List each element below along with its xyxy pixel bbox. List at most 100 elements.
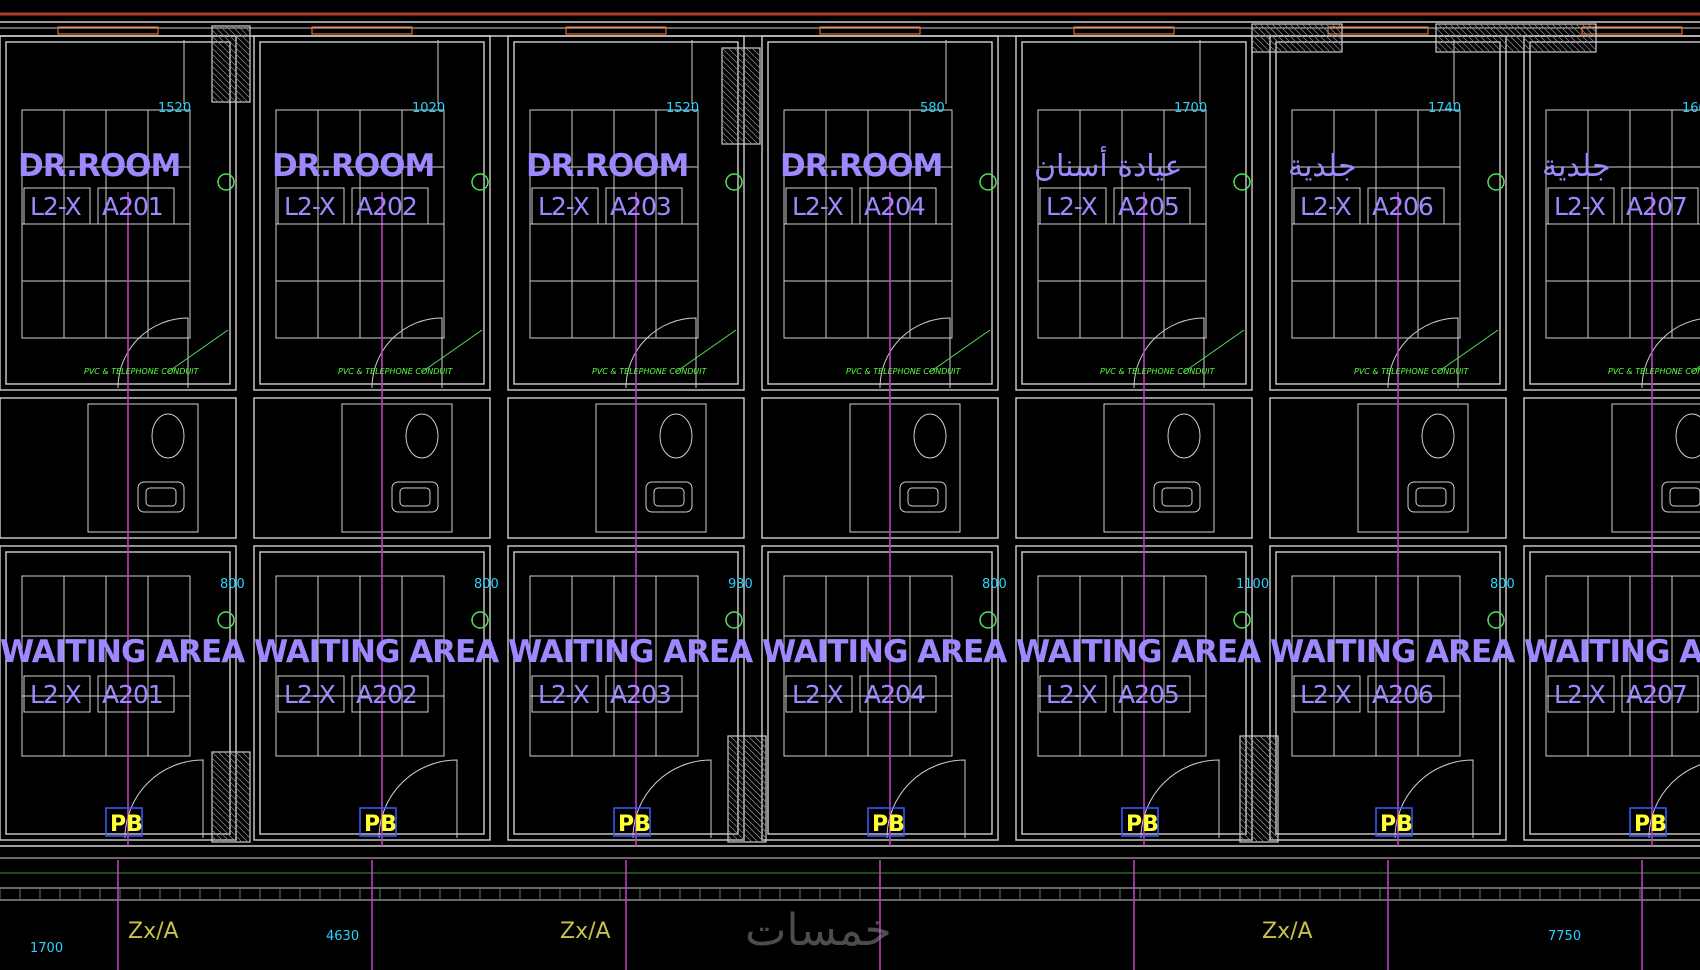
level-tag: L2-X: [284, 680, 336, 709]
panel-board-label: PB: [1380, 812, 1413, 837]
bay: PVC & TELEPHONE CONDUITجلديةL2-XA207WAIT…: [1523, 26, 1700, 970]
bays: PVC & TELEPHONE CONDUIT DR.ROOM L2-X A201WA…: [0, 23, 1700, 970]
toilet-fixtures: [87, 403, 199, 533]
axis-label: Zx/A: [128, 919, 179, 944]
outlet-symbol: [217, 173, 235, 191]
room-tag: A205: [1118, 192, 1179, 221]
room-name: عيادة أسنان: [1034, 145, 1182, 184]
room-name: DR.ROOM: [18, 148, 180, 184]
dimension-text: 800: [982, 577, 1007, 592]
hatched-shaft: [211, 751, 251, 843]
level-tag: L2-X: [538, 192, 590, 221]
level-tag: L2-X: [1554, 680, 1606, 709]
waiting-area-label: WAITING AREA: [1524, 634, 1700, 670]
room-tag: A203: [610, 192, 671, 221]
room-tag: A204: [864, 192, 925, 221]
panel-board: [867, 807, 905, 837]
conduit-note: PVC & TELEPHONE CONDUIT: [1608, 367, 1700, 376]
dimension-text: 1600: [1682, 101, 1700, 116]
panel-board: [1629, 807, 1667, 837]
bay: PVC & TELEPHONE CONDUIT عيادة أسنان L2-X A2…: [1015, 26, 1269, 970]
room-tag: A201: [102, 192, 163, 221]
toilet-fixtures: [1611, 403, 1700, 533]
outlet-symbol: [979, 611, 997, 629]
hatched-shaft: [211, 25, 251, 103]
level-tag: L2-X: [1046, 680, 1098, 709]
room-tag: A207: [1626, 192, 1687, 221]
panel-board-label: PB: [110, 812, 143, 837]
outlet-symbol: [1233, 611, 1251, 629]
panel-board-label: PB: [618, 812, 651, 837]
grid-dimension: 1700: [30, 941, 63, 956]
panel-board: [1121, 807, 1159, 837]
dimension-text: 1700: [1174, 101, 1207, 116]
room-name: DR.ROOM: [272, 148, 434, 184]
outlet-symbol: [217, 611, 235, 629]
panel-board: [359, 807, 397, 837]
toilet-fixtures: [1357, 403, 1469, 533]
conduit-note: PVC & TELEPHONE CONDUIT: [592, 367, 708, 376]
axis-label: Zx/A: [560, 919, 611, 944]
conduit-note: PVC & TELEPHONE CONDUIT: [1100, 367, 1216, 376]
hatched-shaft: [1251, 23, 1343, 53]
grid-dimension: 7750: [1548, 929, 1581, 944]
outlet-symbol: [1233, 173, 1251, 191]
level-tag: L2-X: [1554, 192, 1606, 221]
corridor: [0, 845, 1700, 901]
furniture: [1037, 109, 1207, 757]
level-tag: L2-X: [792, 680, 844, 709]
room-tag: A206: [1372, 680, 1433, 709]
panel-board-label: PB: [364, 812, 397, 837]
room-tag: A207: [1626, 680, 1687, 709]
dimension-text: 800: [220, 577, 245, 592]
dimension-text: 1020: [412, 101, 445, 116]
panel-board-label: PB: [1634, 812, 1667, 837]
outlet-symbol: [471, 611, 489, 629]
level-tag: L2-X: [1046, 192, 1098, 221]
room-name: DR.ROOM: [526, 148, 688, 184]
level-tag: L2-X: [538, 680, 590, 709]
outlet-symbol: [471, 173, 489, 191]
room-tag: A204: [864, 680, 925, 709]
dimension-text: 1520: [158, 101, 191, 116]
watermark: خمسات: [745, 905, 892, 956]
room-tag: A202: [356, 192, 417, 221]
dimension-text: 580: [920, 101, 945, 116]
level-tag: L2-X: [30, 680, 82, 709]
dimension-text: 1740: [1428, 101, 1461, 116]
panel-board: [1375, 807, 1413, 837]
waiting-area-label: WAITING AREA: [762, 634, 1007, 670]
panel-board: [613, 807, 651, 837]
axis-label: Zx/A: [1262, 919, 1313, 944]
conduit-note: PVC & TELEPHONE CONDUIT: [84, 367, 200, 376]
waiting-area-label: WAITING AREA: [1270, 634, 1515, 670]
bottom-grid: [0, 872, 1700, 900]
dimension-text: 800: [1490, 577, 1515, 592]
outlet-symbol: [1487, 611, 1505, 629]
conduit-note: PVC & TELEPHONE CONDUIT: [338, 367, 454, 376]
room-tag: A202: [356, 680, 417, 709]
hatched-shaft: [1435, 23, 1597, 53]
panel-board-label: PB: [872, 812, 905, 837]
hatched-shaft: [1239, 735, 1279, 843]
conduit-note: PVC & TELEPHONE CONDUIT: [846, 367, 962, 376]
room-tag: A205: [1118, 680, 1179, 709]
toilet-fixtures: [595, 403, 707, 533]
dimension-text: 1520: [666, 101, 699, 116]
toilet-fixtures: [1103, 403, 1215, 533]
room-name: DR.ROOM: [780, 148, 942, 184]
panel-board: [105, 807, 143, 837]
room-tag: A203: [610, 680, 671, 709]
hatched-shaft: [727, 735, 767, 843]
toilet-fixtures: [341, 403, 453, 533]
level-tag: L2-X: [1300, 680, 1352, 709]
dimension-text: 1100: [1236, 577, 1269, 592]
outlet-symbol: [725, 611, 743, 629]
room-tag: A206: [1372, 192, 1433, 221]
waiting-area-label: WAITING AREA: [0, 634, 245, 670]
